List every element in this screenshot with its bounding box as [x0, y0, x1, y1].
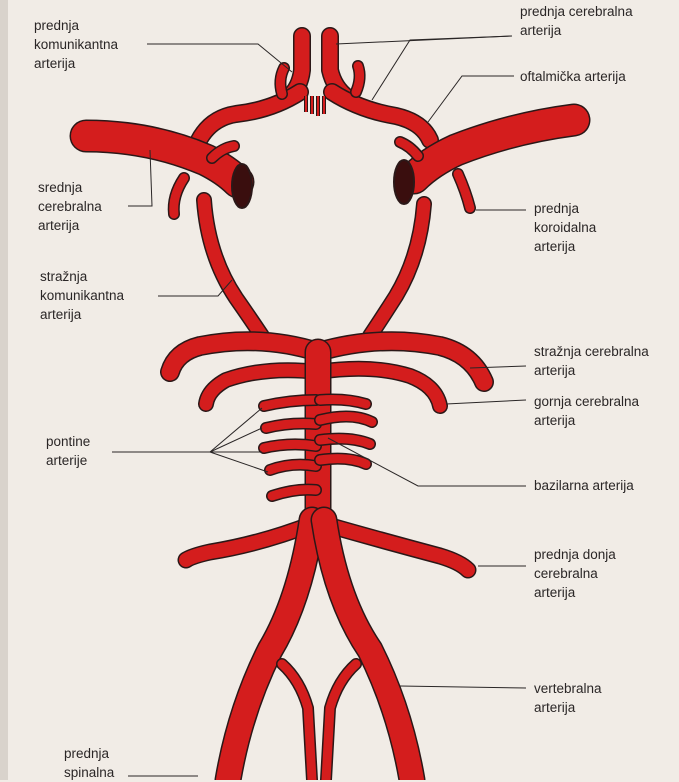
label-pontine-arterije: pontine arterije: [46, 432, 90, 470]
artery-vessels: [86, 36, 574, 780]
left-spinal-loop-artery: [282, 664, 312, 780]
pontine-r2-artery: [320, 416, 372, 422]
leader-pontine-2: [210, 428, 262, 452]
label-prednja-spinalna: prednja spinalna: [64, 744, 114, 782]
label-prednja-komunikantna-arterija: prednja komunikantna arterija: [34, 16, 118, 73]
pontine-r1-artery: [320, 400, 366, 405]
leader-vertebralna: [400, 686, 526, 688]
right-choroidal-artery: [458, 174, 470, 208]
label-straznja-cerebralna-arterija: stražnja cerebralna arterija: [534, 342, 649, 380]
pontine-l1-artery: [264, 400, 316, 406]
label-oftalmicka-arterija: oftalmička arterija: [520, 67, 626, 86]
left-choroidal-artery: [174, 178, 184, 214]
label-vertebralna-arterija: vertebralna arterija: [534, 679, 602, 717]
left-a1-artery: [198, 92, 300, 142]
pontine-l3-artery: [264, 444, 316, 448]
leader-oftalmicka: [428, 76, 514, 122]
label-bazilarna-arterija: bazilarna arterija: [534, 476, 634, 495]
right-ophthalmic-artery: [356, 66, 360, 92]
right-spinal-loop-artery: [326, 664, 356, 780]
right-vertebral-artery: [324, 520, 412, 780]
pontine-l5-artery: [272, 490, 316, 496]
pontine-r3-artery: [320, 439, 370, 444]
label-srednja-cerebralna-arterija: srednja cerebralna arterija: [38, 178, 102, 235]
pontine-l4-artery: [270, 465, 316, 470]
label-prednja-donja-cerebralna-arterija: prednja donja cerebralna arterija: [534, 545, 616, 602]
page-edge-left: [0, 0, 8, 780]
anterior-communicating-vessels: [306, 96, 324, 116]
right-pcomm-artery: [370, 204, 424, 336]
right-mca-artery: [414, 120, 574, 178]
right-carotid-lumen: [394, 160, 414, 204]
right-a1-artery: [332, 92, 430, 140]
pontine-l2-artery: [266, 424, 316, 429]
left-carotid-lumen: [232, 164, 252, 208]
leader-pontine-1: [210, 408, 262, 452]
leader-prednja-cerebralna-2: [372, 36, 512, 100]
label-prednja-koroidalna-arterija: prednja koroidalna arterija: [534, 199, 596, 256]
label-straznja-komunikantna-arterija: stražnja komunikantna arterija: [40, 267, 124, 324]
label-gornja-cerebralna-arterija: gornja cerebralna arterija: [534, 392, 639, 430]
right-stub-artery: [400, 142, 418, 156]
leader-gornja-cerebralna: [446, 400, 526, 404]
label-prednja-cerebralna-arterija: prednja cerebralna arterija: [520, 2, 633, 40]
left-vertebral-artery: [228, 520, 312, 780]
left-pcomm-artery: [204, 200, 262, 336]
leader-prednja-komunikantna: [147, 44, 292, 72]
pontine-r4-artery: [320, 459, 366, 464]
leader-pontine-4: [210, 452, 268, 472]
left-ophthalmic-artery: [280, 68, 284, 94]
